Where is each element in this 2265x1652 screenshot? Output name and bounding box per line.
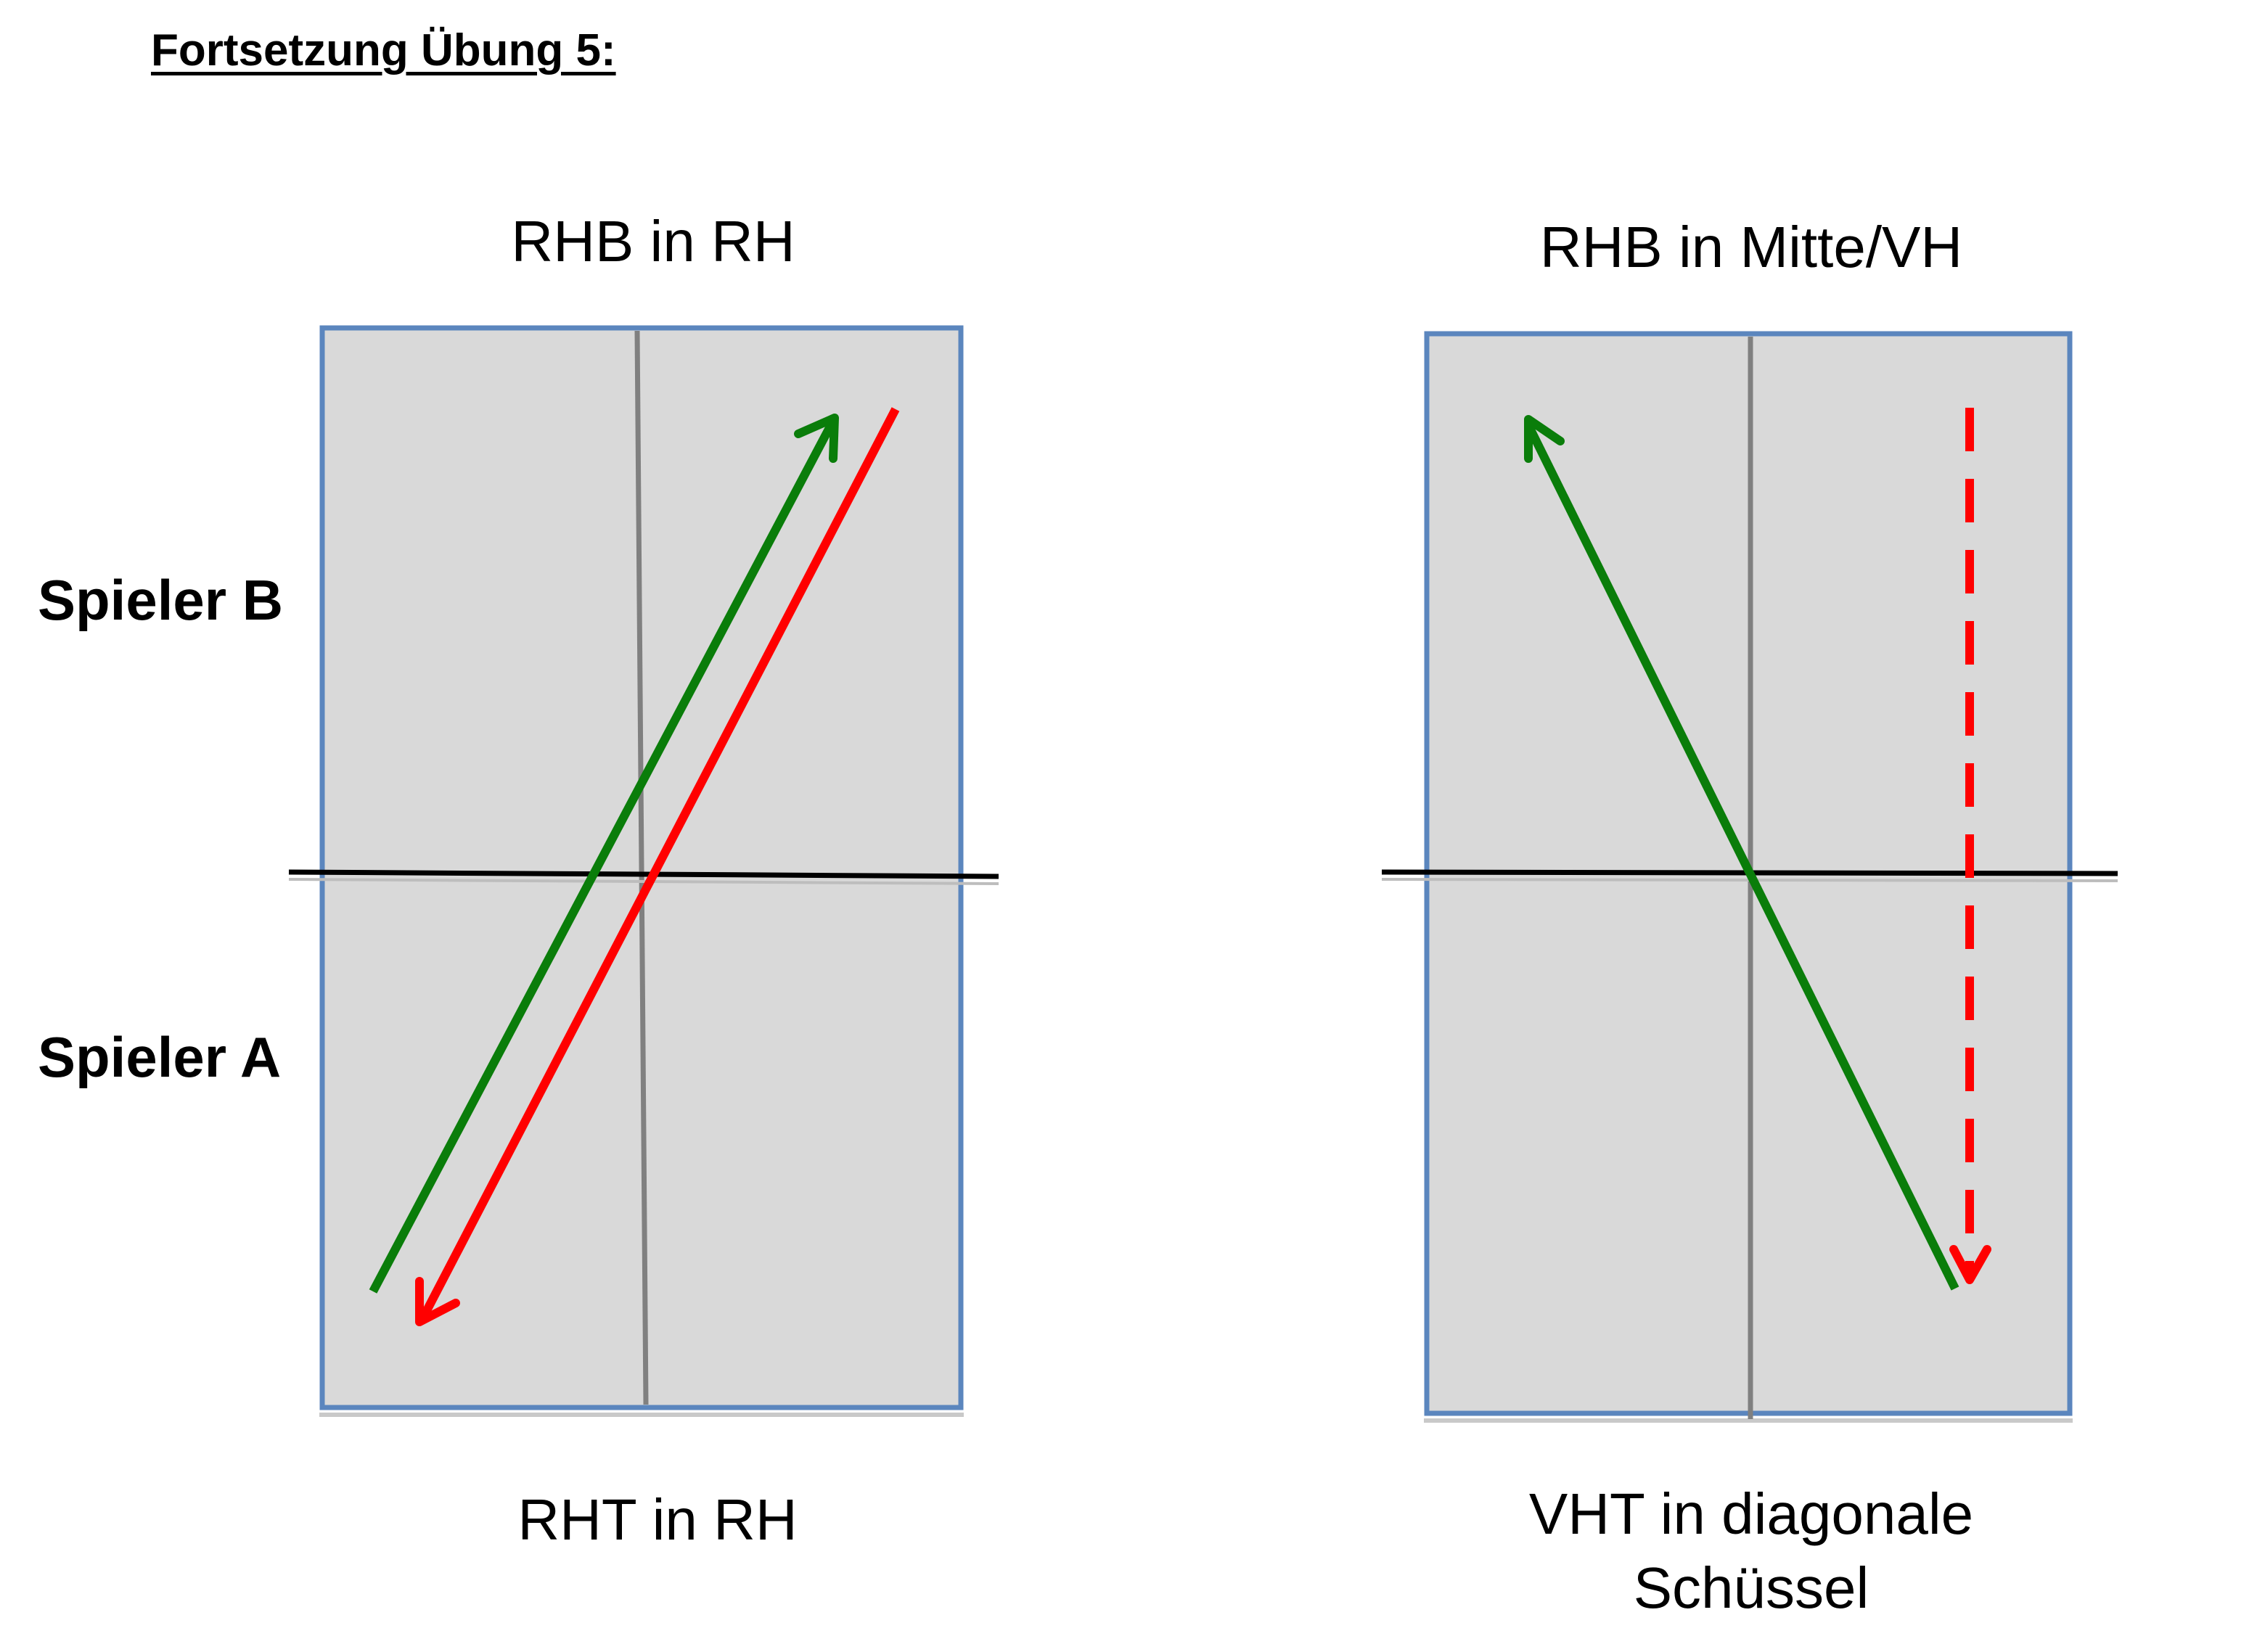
left-table-net-shadow bbox=[288, 878, 999, 885]
exercise-heading: Fortsetzung Übung 5: bbox=[151, 25, 616, 75]
right-green-arrow bbox=[1525, 426, 1959, 1291]
left-red-arrow bbox=[418, 407, 900, 1321]
left-green-arrow bbox=[369, 419, 837, 1294]
left-table-bottom-label: RHT in RH bbox=[517, 1487, 798, 1552]
left-table-top-label: RHB in RH bbox=[511, 209, 795, 274]
right-table bbox=[1381, 331, 2118, 1423]
player-b-label: Spieler B bbox=[38, 568, 284, 632]
player-a-label: Spieler A bbox=[38, 1025, 282, 1089]
right-table-bottom-line-2: Schüssel bbox=[1633, 1556, 1869, 1620]
right-table-top-label: RHB in Mitte/VH bbox=[1539, 215, 1963, 279]
right-red-arrowhead bbox=[1949, 1245, 1991, 1284]
left-table-center-line bbox=[634, 330, 649, 1405]
left-table-net bbox=[288, 869, 999, 879]
left-green-arrowhead bbox=[794, 414, 839, 463]
right-table-bottom-label: VHT in diagonale Schüssel bbox=[1529, 1477, 1973, 1625]
right-table-bottom-line-1: VHT in diagonale bbox=[1528, 1482, 1974, 1546]
left-red-arrowhead bbox=[415, 1277, 460, 1326]
left-table bbox=[288, 325, 999, 1417]
right-green-arrowhead bbox=[1524, 415, 1565, 463]
